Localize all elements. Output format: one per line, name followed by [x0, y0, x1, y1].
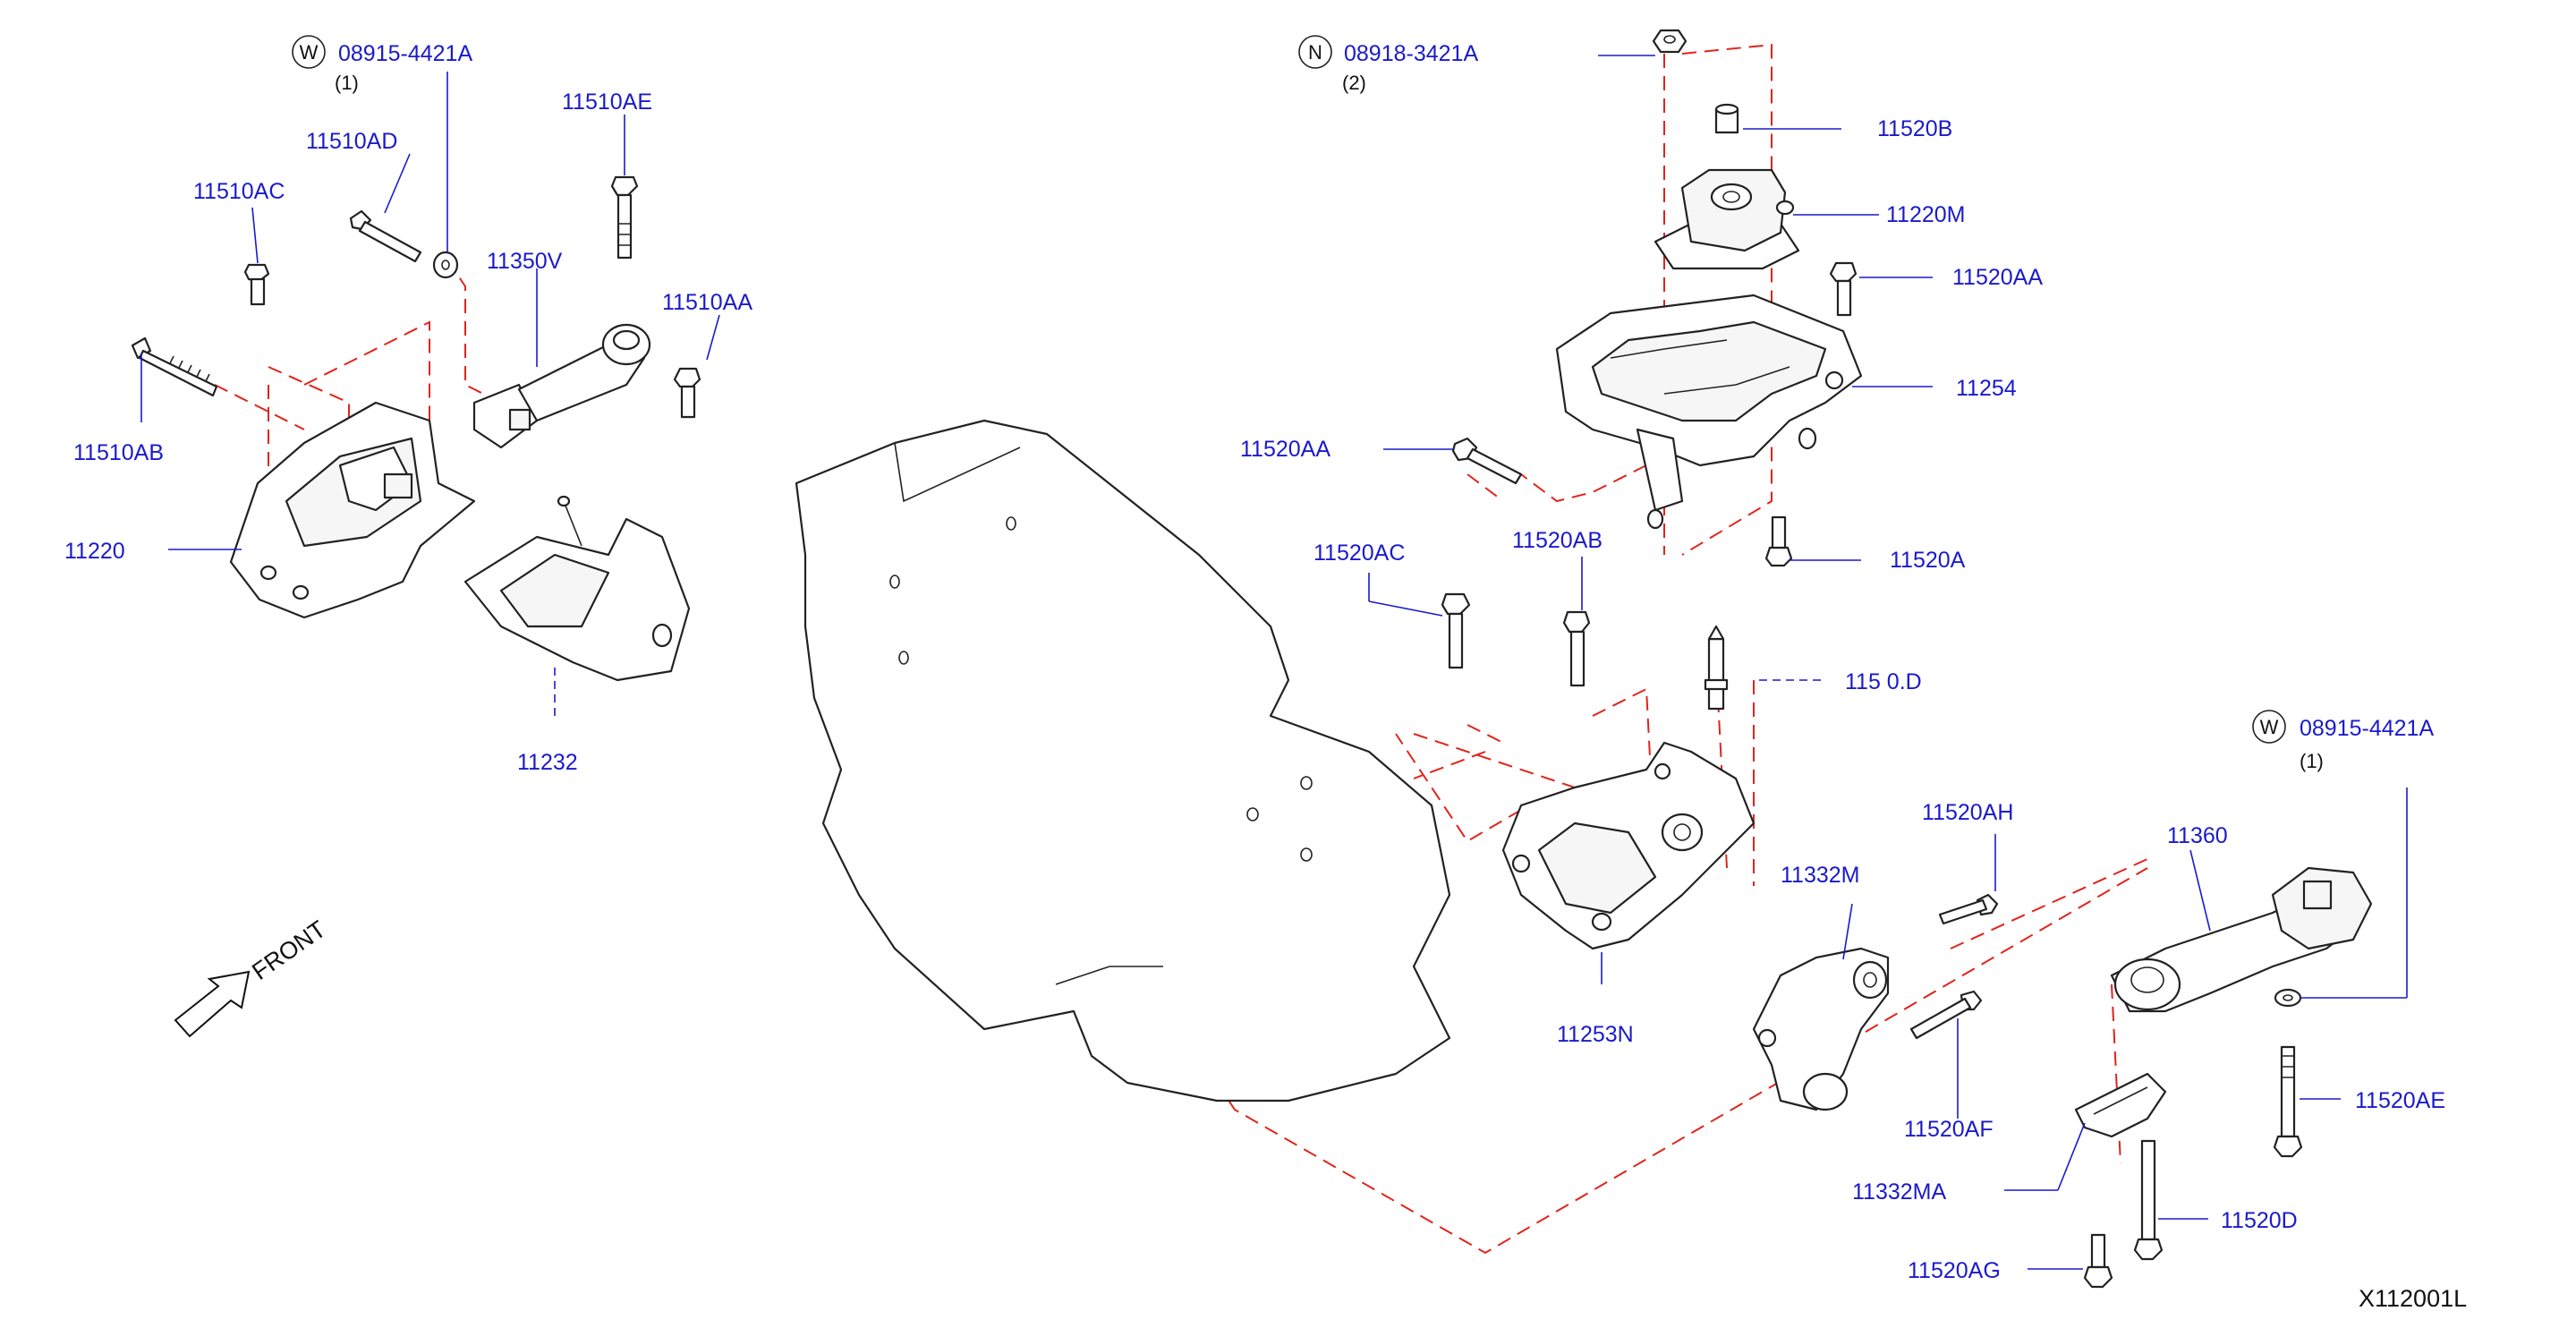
label-11232[interactable]: 11232: [517, 750, 578, 775]
bolt-11510AC[interactable]: [243, 263, 270, 306]
nut-symbol: N: [1298, 35, 1332, 69]
label-11254[interactable]: 11254: [1956, 376, 2017, 401]
label-11520AA-right[interactable]: 11520AA: [1952, 265, 2043, 290]
engine-block: [795, 419, 1451, 1102]
bolt-11520AF[interactable]: [1909, 990, 1983, 1040]
bracket-11254[interactable]: [1555, 294, 1863, 530]
bolt-11520AB[interactable]: [1562, 610, 1591, 687]
label-11520AH[interactable]: 11520AH: [1922, 800, 2013, 825]
nut-08918-3421A[interactable]: [1652, 29, 1688, 54]
label-qty-nut: (2): [1342, 72, 1366, 94]
label-11360[interactable]: 11360: [2167, 823, 2228, 848]
label-11520A[interactable]: 11520A: [1890, 548, 1966, 573]
bracket-11232[interactable]: [463, 495, 691, 682]
torque-rod-11350V[interactable]: [472, 323, 651, 449]
label-08918-3421A[interactable]: 08918-3421A: [1344, 41, 1478, 66]
leader-lines: [140, 55, 2408, 1270]
stud-115_0D[interactable]: [1704, 625, 1729, 711]
bolt-11510AB[interactable]: [131, 336, 218, 397]
label-11510AB[interactable]: 11510AB: [73, 440, 164, 465]
bracket-11253N[interactable]: [1501, 741, 1756, 950]
rod-11332M[interactable]: [1752, 947, 1890, 1111]
washer-symbol-left: W: [292, 35, 326, 69]
bracket-11332MA[interactable]: [2074, 1072, 2167, 1138]
label-11520AG[interactable]: 11520AG: [1908, 1258, 2001, 1283]
label-qty-left-washer: (1): [335, 72, 359, 94]
engine-mount-11220[interactable]: [229, 401, 476, 619]
diagram-code: X112001L: [2359, 1285, 2467, 1312]
label-11510AA[interactable]: 11510AA: [662, 290, 752, 315]
insulator-11220M[interactable]: [1654, 168, 1800, 270]
stud-11520B[interactable]: [1714, 103, 1739, 134]
washer-08915-4421A-right[interactable]: [2274, 988, 2302, 1008]
mount-11360[interactable]: [2110, 866, 2373, 1013]
label-11253N[interactable]: 11253N: [1557, 1022, 1634, 1047]
label-11350V[interactable]: 11350V: [487, 249, 563, 274]
label-11220[interactable]: 11220: [64, 539, 125, 564]
label-11520AA-left[interactable]: 11520AA: [1240, 437, 1331, 462]
bolt-11510AA[interactable]: [673, 367, 701, 419]
label-11520AC[interactable]: 11520AC: [1314, 541, 1405, 566]
label-11220M[interactable]: 11220M: [1886, 202, 1966, 227]
part-labels[interactable]: 08915-4421A (1) 11510AD 11510AE 11510AC …: [64, 41, 2445, 1283]
bolt-11520A[interactable]: [1764, 515, 1793, 567]
label-08915-4421A-left[interactable]: 08915-4421A: [338, 41, 472, 66]
washer-symbol-right: W: [2252, 710, 2286, 744]
bolt-11520AC[interactable]: [1441, 592, 1471, 669]
bolt-11520D[interactable]: [2133, 1139, 2164, 1261]
bolt-11520AA-left[interactable]: [1451, 437, 1523, 485]
label-11510AE[interactable]: 11510AE: [562, 89, 652, 115]
front-arrow-icon: [174, 970, 251, 1038]
svg-text:W: W: [300, 41, 319, 64]
washer-08915-4421A-left[interactable]: [432, 251, 459, 279]
label-11332MA[interactable]: 11332MA: [1852, 1179, 1946, 1205]
svg-text:W: W: [2260, 716, 2279, 738]
front-label: FRONT: [247, 915, 330, 985]
bolt-11520AG[interactable]: [2083, 1233, 2113, 1289]
label-11510AC[interactable]: 11510AC: [193, 179, 285, 204]
label-11520AE[interactable]: 11520AE: [2355, 1088, 2445, 1113]
label-08915-4421A-right[interactable]: 08915-4421A: [2300, 716, 2434, 741]
bolt-11510AD[interactable]: [349, 209, 422, 263]
label-11520AB[interactable]: 11520AB: [1512, 528, 1603, 553]
label-115-0D[interactable]: 115 0.D: [1845, 669, 1922, 694]
label-qty-right-washer: (1): [2300, 750, 2324, 772]
label-11520D[interactable]: 11520D: [2221, 1208, 2298, 1233]
svg-text:N: N: [1308, 41, 1322, 64]
bolt-11520AE[interactable]: [2273, 1045, 2303, 1158]
bolt-11520AA-right[interactable]: [1829, 261, 1858, 317]
label-11510AD[interactable]: 11510AD: [306, 129, 397, 154]
bolt-11510AE[interactable]: [610, 175, 639, 260]
front-direction-indicator: FRONT: [174, 915, 331, 1038]
label-11520AF[interactable]: 11520AF: [1904, 1117, 1994, 1142]
bolt-11520AH[interactable]: [1938, 893, 1999, 925]
label-11332M[interactable]: 11332M: [1781, 863, 1860, 888]
label-11520B[interactable]: 11520B: [1877, 116, 1952, 141]
